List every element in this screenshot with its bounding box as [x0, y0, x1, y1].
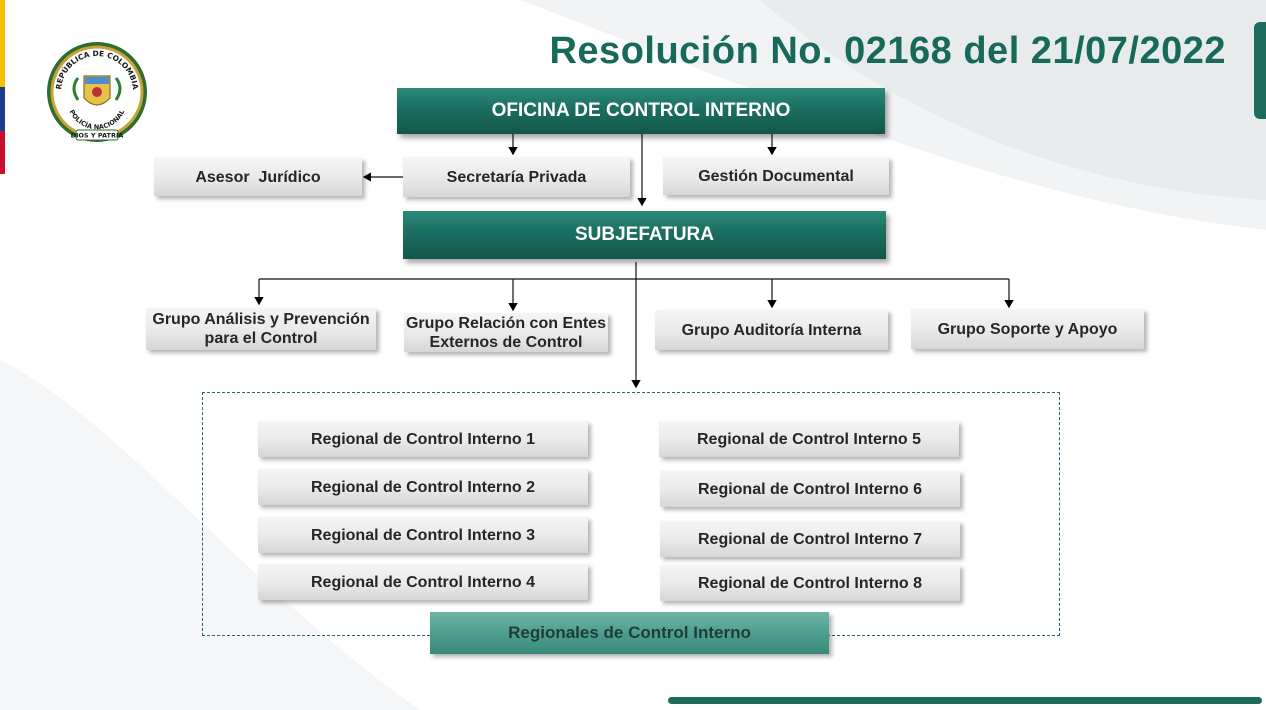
bottom-accent-bar	[668, 697, 1262, 704]
right-accent-tab	[1254, 22, 1266, 119]
regional-3-label: Regional de Control Interno 3	[310, 526, 535, 544]
grupo-relacion-line2: Externos de Control	[429, 333, 583, 351]
grupo-analisis-line2: para el Control	[204, 330, 318, 347]
grupo-soporte-box: Grupo Soporte y Apoyo	[911, 309, 1144, 349]
grupo-analisis-box: Grupo Análisis y Prevención para el Cont…	[146, 308, 376, 350]
oficina-control-interno-box: OFICINA DE CONTROL INTERNO	[397, 88, 885, 134]
regional-8-label: Regional de Control Interno 8	[697, 574, 922, 592]
grupo-soporte-label: Grupo Soporte y Apoyo	[937, 320, 1118, 338]
page-title: Resolución No. 02168 del 21/07/2022	[549, 30, 1226, 72]
grupo-auditoria-label: Grupo Auditoría Interna	[681, 321, 862, 339]
regional-2-label: Regional de Control Interno 2	[310, 478, 535, 496]
regional-8-box: Regional de Control Interno 8	[660, 565, 960, 601]
grupo-relacion-line1: Grupo Relación con Entes	[405, 314, 607, 332]
grupo-analisis-line1: Grupo Análisis y Prevención	[152, 311, 370, 328]
asesor-juridico-label: Asesor Jurídico	[195, 168, 321, 186]
gestion-documental-label: Gestión Documental	[698, 167, 854, 185]
regionales-label-box: Regionales de Control Interno	[430, 612, 829, 654]
oficina-control-interno-label: OFICINA DE CONTROL INTERNO	[491, 100, 791, 121]
policia-nacional-seal-icon: REPÚBLICA DE COLOMBIA POLICÍA NACIONAL D…	[47, 42, 147, 142]
subjefatura-label: SUBJEFATURA	[575, 224, 714, 245]
regional-3-box: Regional de Control Interno 3	[258, 517, 588, 553]
regional-5-box: Regional de Control Interno 5	[659, 421, 959, 457]
grupo-relacion-box: Grupo Relación con Entes Externos de Con…	[404, 313, 608, 352]
secretaria-privada-box: Secretaría Privada	[403, 157, 630, 197]
regional-7-label: Regional de Control Interno 7	[697, 530, 922, 548]
regional-6-label: Regional de Control Interno 6	[697, 480, 922, 498]
regional-7-box: Regional de Control Interno 7	[660, 521, 960, 557]
flag-red-stripe	[0, 131, 5, 174]
regional-6-box: Regional de Control Interno 6	[660, 471, 960, 507]
regional-2-box: Regional de Control Interno 2	[258, 469, 588, 505]
grupo-auditoria-box: Grupo Auditoría Interna	[655, 310, 888, 350]
regional-1-label: Regional de Control Interno 1	[310, 430, 535, 448]
seal-motto: DIOS Y PATRIA	[71, 132, 124, 140]
flag-blue-stripe	[0, 87, 5, 131]
regional-5-label: Regional de Control Interno 5	[696, 430, 921, 448]
asesor-juridico-box: Asesor Jurídico	[154, 158, 362, 196]
regional-4-box: Regional de Control Interno 4	[258, 564, 588, 600]
colombia-flag-strip	[0, 0, 5, 174]
regional-4-label: Regional de Control Interno 4	[310, 573, 535, 591]
regional-1-box: Regional de Control Interno 1	[258, 421, 588, 457]
secretaria-privada-label: Secretaría Privada	[446, 168, 587, 186]
regionales-label: Regionales de Control Interno	[508, 623, 751, 642]
gestion-documental-box: Gestión Documental	[663, 157, 889, 195]
subjefatura-box: SUBJEFATURA	[403, 211, 886, 259]
flag-yellow-stripe	[0, 0, 5, 87]
